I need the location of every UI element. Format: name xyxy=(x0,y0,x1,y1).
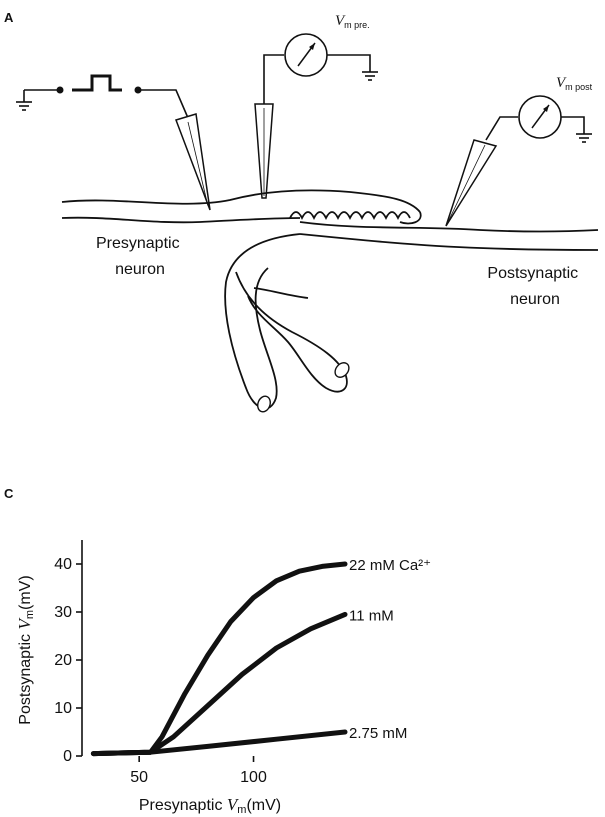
y-axis-title: Postsynaptic Vm(mV) xyxy=(15,575,36,724)
postsynaptic-recording: Vm post xyxy=(446,75,593,226)
panel-letter-a: A xyxy=(4,10,14,25)
stimulating-electrode xyxy=(176,114,210,210)
terminal-dot xyxy=(57,87,64,94)
chart: 0 10 20 30 40 50 100 22 mM Ca²⁺ 11 mM 2.75 mM xyxy=(54,540,431,786)
y-tick-label: 10 xyxy=(54,700,72,717)
y-tick-label: 20 xyxy=(54,652,72,669)
series-label: 22 mM Ca²⁺ xyxy=(349,557,431,574)
series-line xyxy=(93,732,345,754)
postsynaptic-neuron-label: Postsynaptic neuron xyxy=(487,265,582,308)
x-tick-label: 100 xyxy=(240,769,267,786)
y-tick-label: 0 xyxy=(63,748,72,765)
x-tick-label: 50 xyxy=(130,769,148,786)
y-tick-label: 30 xyxy=(54,604,72,621)
vm-pre-label: Vm pre. xyxy=(335,13,370,30)
series-line xyxy=(93,564,345,754)
y-tick-label: 40 xyxy=(54,556,72,573)
series-label: 2.75 mM xyxy=(349,725,407,742)
vm-post-label: Vm post xyxy=(556,75,593,92)
panel-letter-c: C xyxy=(4,486,14,501)
x-axis-title: Presynaptic Vm(mV) xyxy=(139,795,281,816)
presynaptic-recording: Vm pre. xyxy=(255,13,378,198)
stimulator-circuit xyxy=(16,76,188,118)
stimulus-pulse-icon xyxy=(72,76,122,90)
presynaptic-neuron-label: Presynaptic neuron xyxy=(96,235,184,278)
series-label: 11 mM xyxy=(349,607,394,624)
